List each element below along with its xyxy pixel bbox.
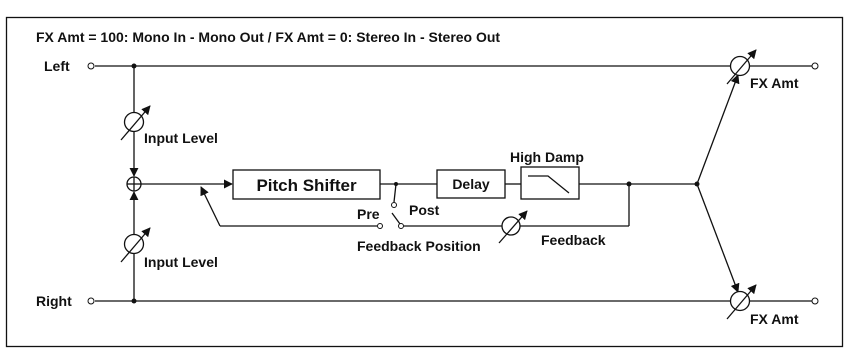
diagram-title: FX Amt = 100: Mono In - Mono Out / FX Am… <box>36 29 500 45</box>
left-input-port <box>87 62 95 70</box>
input-level-top-knob-icon <box>120 105 151 141</box>
fx-amt-top-label: FX Amt <box>750 75 799 91</box>
input-level-bottom-knob-icon <box>120 227 151 263</box>
feedback-knob-icon <box>498 210 528 244</box>
left-output-port <box>811 62 819 70</box>
delay-label: Delay <box>452 176 490 192</box>
feedback-label: Feedback <box>541 232 606 248</box>
high-damp-label: High Damp <box>510 149 584 165</box>
post-label: Post <box>409 202 440 218</box>
input-level-top-label: Input Level <box>144 130 218 146</box>
merge-to-right-output-line <box>696 183 740 293</box>
pre-label: Pre <box>357 206 380 222</box>
summing-node-icon <box>126 176 142 192</box>
right-output-port <box>811 297 819 305</box>
input-level-bottom-label: Input Level <box>144 254 218 270</box>
high-damp-block <box>520 166 580 200</box>
merge-to-left-output-line <box>696 74 740 185</box>
high-damp-lowpass-icon <box>528 175 570 194</box>
feedback-position-label: Feedback Position <box>357 238 481 254</box>
fx-amt-bottom-label: FX Amt <box>750 311 799 327</box>
feedback-position-switch-lever <box>391 212 401 225</box>
delay-block <box>436 169 506 199</box>
switch-common-contact <box>398 223 404 229</box>
pitch-shifter-label: Pitch Shifter <box>256 176 357 195</box>
pre-return-up-line <box>200 186 221 227</box>
diagram-frame <box>5 16 844 348</box>
post-tap-line <box>393 183 397 203</box>
pitch-shifter-block <box>232 169 381 200</box>
switch-post-contact <box>391 202 397 208</box>
fx-amt-bottom-knob-icon <box>726 284 757 320</box>
switch-pre-contact <box>377 223 383 229</box>
fx-amt-top-knob-icon <box>726 49 757 85</box>
left-input-label: Left <box>44 58 70 74</box>
right-input-label: Right <box>36 293 72 309</box>
right-input-port <box>87 297 95 305</box>
